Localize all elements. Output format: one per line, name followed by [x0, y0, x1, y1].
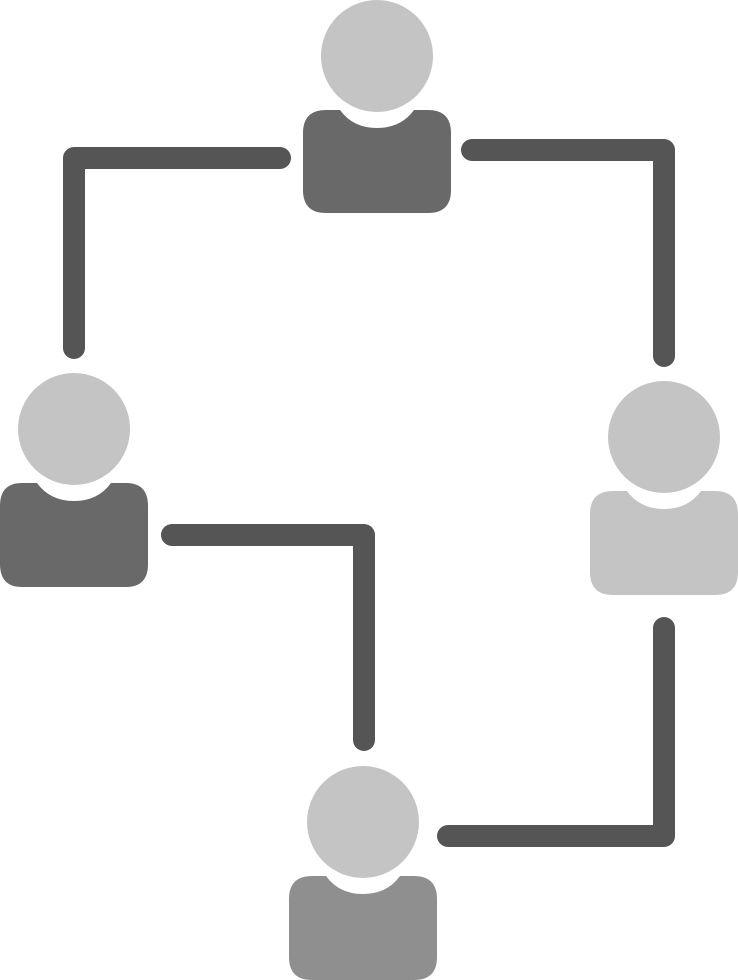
connectors — [63, 139, 675, 847]
person-bottom-head — [307, 766, 419, 878]
connector-top-left — [63, 147, 291, 359]
person-bottom — [289, 766, 437, 980]
person-top-head — [321, 0, 433, 112]
person-right — [590, 381, 738, 595]
connector-left-bottom — [161, 524, 375, 751]
person-right-body — [590, 491, 738, 595]
connector-right-bottom — [437, 617, 675, 847]
person-bottom-body — [289, 876, 437, 980]
person-left-head — [18, 373, 130, 485]
person-left — [0, 373, 148, 587]
person-left-body — [0, 483, 148, 587]
person-right-head — [608, 381, 720, 493]
connector-top-right — [461, 139, 675, 367]
person-top — [303, 0, 451, 213]
person-top-body — [303, 110, 451, 213]
